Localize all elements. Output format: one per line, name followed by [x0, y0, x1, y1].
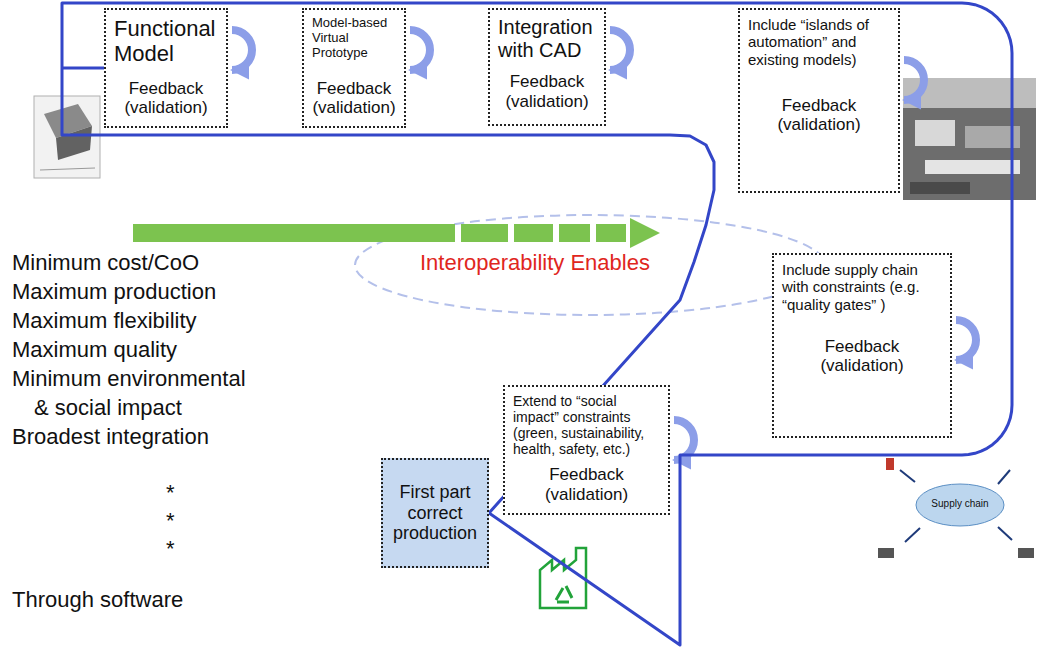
feedback-note: Feedback (validation): [312, 79, 396, 118]
feedback-arrow: [410, 30, 430, 70]
box-title: Include supply chain with constraints (e…: [782, 261, 942, 313]
feedback-note: Feedback (validation): [114, 79, 218, 118]
box-title: Extend to “social impact” constraints (g…: [513, 393, 660, 457]
box-title: Integration with CAD: [498, 16, 596, 62]
process-box: Model-based Virtual PrototypeFeedback (v…: [302, 8, 406, 128]
outcome-box: First part correct production: [381, 458, 489, 568]
feedback-note: Feedback (validation): [513, 465, 660, 504]
feedback-note: Feedback (validation): [782, 337, 942, 376]
photo-machine: [915, 120, 955, 146]
factory-outline: [540, 548, 586, 608]
photo-ground: [903, 78, 1036, 200]
arrow-head: [630, 218, 660, 248]
box-title: Functional Model: [114, 16, 218, 67]
process-box: Integration with CAD Feedback (validation…: [488, 8, 606, 126]
ellipsis-star: *: [166, 534, 175, 563]
feedback-note: Feedback (validation): [748, 96, 890, 135]
interoperability-label: Interoperability Enables: [420, 250, 653, 276]
process-box: Include “islands of automation” and exis…: [738, 8, 900, 193]
ellipsis-star: *: [166, 506, 175, 535]
arrow-bar: [596, 224, 626, 242]
goal-item: Minimum cost/CoO: [12, 248, 199, 277]
goal-item: Through software: [12, 585, 183, 614]
image-frame: [34, 96, 100, 178]
goal-item: Maximum production: [12, 277, 216, 306]
arrow-bar: [133, 224, 455, 242]
goal-item: Maximum quality: [12, 335, 177, 364]
supplier-icon: [878, 548, 894, 558]
recycle-symbol: [556, 586, 572, 602]
arrow-bar: [461, 224, 508, 242]
goal-item: Broadest integration: [12, 422, 209, 451]
supply-chain-image: [878, 458, 1034, 558]
ellipsis-star: *: [166, 478, 175, 507]
feedback-note: Feedback (validation): [498, 72, 596, 111]
factory-photo: [903, 78, 1036, 200]
supply-chain-ellipse: [916, 484, 1004, 526]
feedback-arrow: [610, 30, 630, 70]
supply-chain-arrows: [900, 470, 1012, 542]
box-title: First part correct production: [391, 482, 479, 544]
feedback-arrow: [904, 60, 924, 100]
process-box: Extend to “social impact” constraints (g…: [503, 385, 670, 515]
workpiece-axis: [40, 168, 95, 170]
progress-arrow: [133, 218, 660, 248]
person-icon: [886, 458, 894, 470]
box-title: Include “islands of automation” and exis…: [748, 16, 890, 68]
supply-chain-label: Supply chain: [920, 498, 1000, 510]
workpiece-image: [34, 96, 100, 178]
recycle-factory-icon: [540, 548, 586, 608]
flow-arrow: [62, 3, 1012, 645]
photo-conveyor: [925, 160, 1020, 174]
goal-item: Minimum environmental & social impact: [12, 364, 262, 422]
photo-floor: [910, 182, 970, 194]
feedback-arrow: [956, 320, 976, 360]
process-box: Functional ModelFeedback (validation): [104, 8, 228, 128]
feedback-arrow: [232, 30, 252, 70]
arrow-bar: [514, 224, 553, 242]
depot-icon: [1018, 548, 1034, 558]
process-box: Include supply chain with constraints (e…: [772, 253, 952, 438]
goal-item: Maximum flexibility: [12, 306, 197, 335]
arrow-bar: [559, 224, 590, 242]
box-title: Model-based Virtual Prototype: [312, 16, 396, 61]
